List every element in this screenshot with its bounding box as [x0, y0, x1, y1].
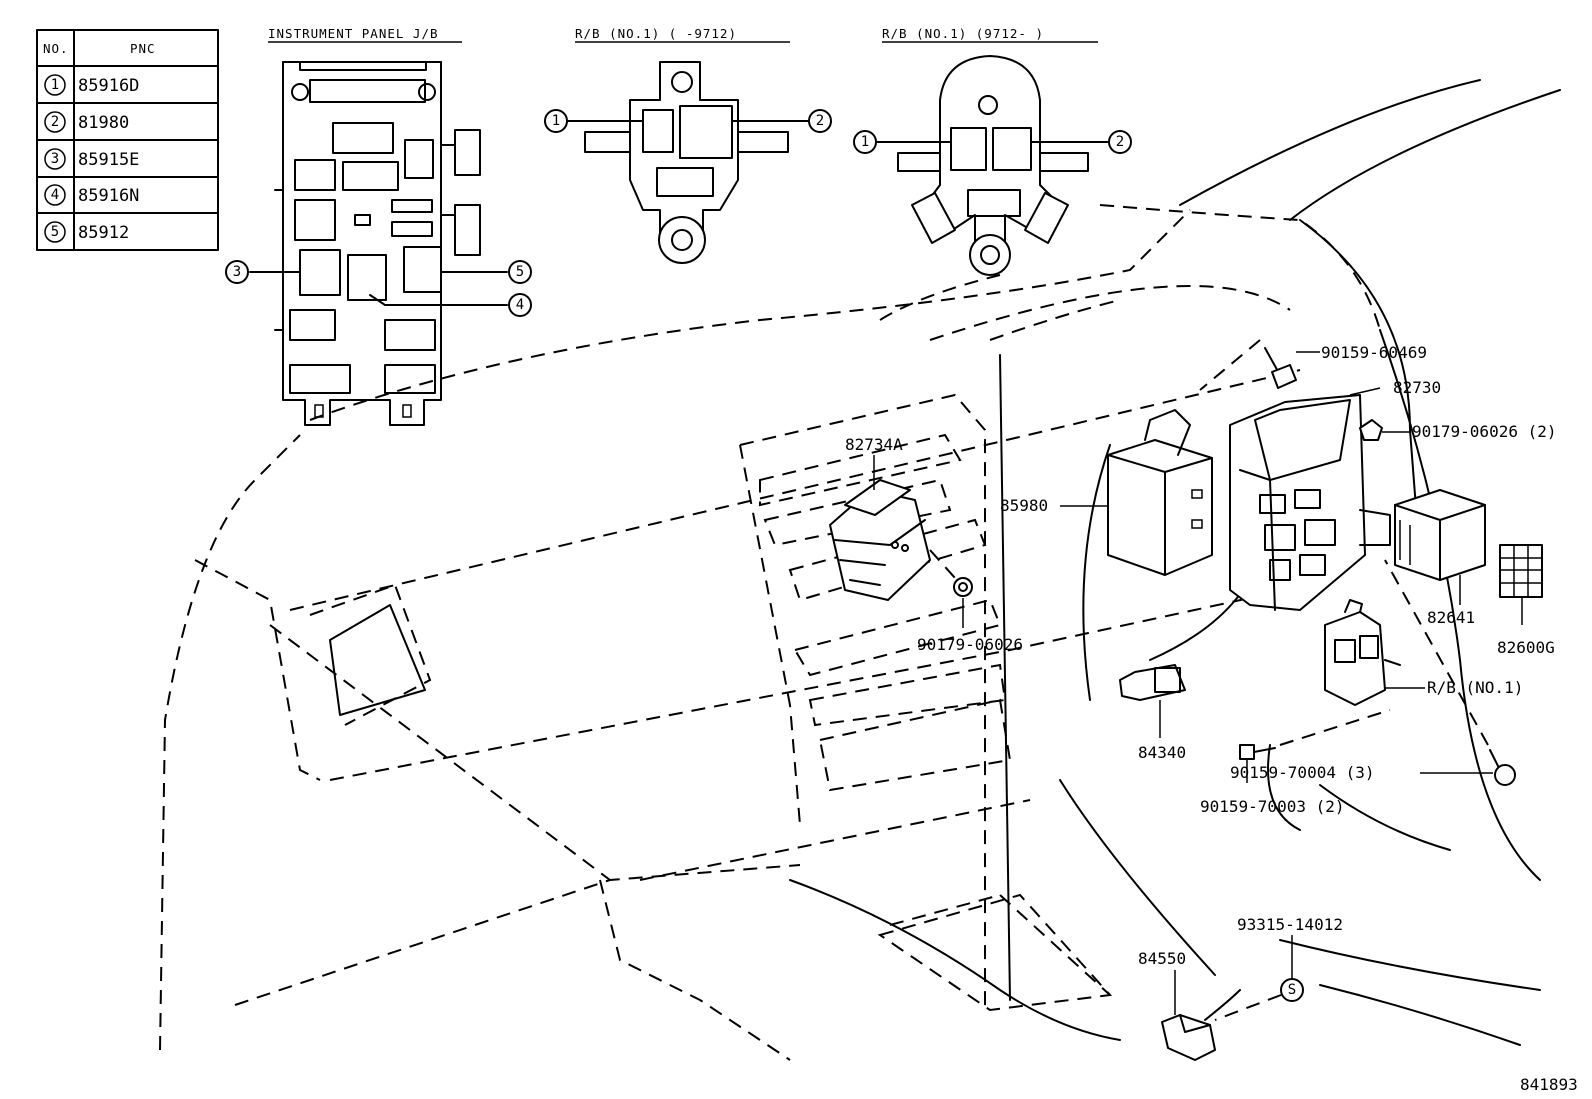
label-85980: 85980 [1000, 496, 1048, 515]
table-row-number: 2 [51, 114, 59, 130]
table-row-pnc: 85916N [78, 186, 139, 206]
svg-text:5: 5 [516, 264, 524, 280]
part-90179-06026-clip: 90179-06026 [917, 577, 1023, 654]
label-84340: 84340 [1138, 743, 1186, 762]
s-symbol: S [1288, 982, 1296, 998]
instrument-panel-jb-title: INSTRUMENT PANEL J/B [268, 26, 439, 41]
label-93315-14012: 93315-14012 [1237, 915, 1343, 934]
table-row-number: 3 [51, 151, 59, 167]
callout-3: 3 [225, 260, 249, 284]
table-row-pnc: 81980 [78, 113, 129, 133]
part-93315-14012: 93315-14012 S [1214, 915, 1343, 1021]
rb-old-callout-1: 1 [544, 109, 568, 133]
callout-4: 4 [508, 293, 532, 317]
table-row: 1 85916D [44, 74, 139, 96]
label-82730: 82730 [1393, 378, 1441, 397]
rb-new-inset: R/B (NO.1) (9712- ) 1 2 [853, 26, 1132, 276]
svg-text:2: 2 [1116, 134, 1124, 150]
part-90159-70004-bolt: 90159-70004 (3) [1230, 559, 1516, 786]
label-90159-60469: 90159-60469 [1321, 343, 1427, 362]
part-84340: 84340 [1119, 664, 1186, 762]
svg-text:1: 1 [861, 134, 869, 150]
table-row-pnc: 85916D [78, 76, 139, 96]
table-row-pnc: 85915E [78, 150, 139, 170]
label-84550: 84550 [1138, 949, 1186, 968]
rb-old-title: R/B (NO.1) ( -9712) [575, 26, 737, 41]
table-row: 4 85916N [44, 184, 139, 206]
table-row-number: 4 [51, 187, 59, 203]
rb-new-title: R/B (NO.1) (9712- ) [882, 26, 1044, 41]
part-90159-70003-bolt: 90159-70003 (2) [1200, 709, 1391, 816]
svg-text:2: 2 [816, 113, 824, 129]
part-90159-60469-bolt: 90159-60469 [1199, 339, 1427, 391]
figure-id: 841893 [1520, 1075, 1578, 1094]
svg-text:3: 3 [233, 264, 241, 280]
label-90159-70003: 90159-70003 (2) [1200, 797, 1345, 816]
label-82641: 82641 [1427, 608, 1475, 627]
svg-text:1: 1 [552, 113, 560, 129]
svg-text:4: 4 [516, 297, 524, 313]
rb-new-callout-1: 1 [853, 130, 877, 154]
table-row: 3 85915E [44, 148, 139, 170]
table-row-number: 5 [51, 224, 59, 240]
instrument-panel-jb-inset: INSTRUMENT PANEL J/B 3 [225, 26, 532, 426]
label-82734a: 82734A [845, 435, 903, 454]
label-90179-06026-2: 90179-06026 (2) [1412, 422, 1557, 441]
callout-5: 5 [508, 260, 532, 284]
dashboard-outline [159, 79, 1561, 1061]
label-82600g: 82600G [1497, 638, 1555, 657]
part-rb-no1: R/B (NO.1) [1324, 599, 1523, 706]
part-82734a: 82734A [829, 435, 956, 601]
rb-new-callout-2: 2 [1108, 130, 1132, 154]
table-header-pnc: PNC [130, 41, 156, 56]
part-82600g: 82600G [1497, 544, 1555, 657]
table-header-no: NO. [43, 41, 69, 56]
table-row: 2 81980 [44, 111, 129, 133]
part-90179-06026-2-clip: 90179-06026 (2) [1359, 419, 1557, 441]
part-82730: 82730 [1229, 378, 1441, 611]
pnc-table: NO. PNC 1 85916D 2 81980 3 85915E 4 8591… [36, 29, 219, 251]
rb-old-inset: R/B (NO.1) ( -9712) 1 2 [544, 26, 832, 264]
rb-old-callout-2: 2 [808, 109, 832, 133]
label-90159-70004: 90159-70004 (3) [1230, 763, 1375, 782]
label-rb-no1: R/B (NO.1) [1427, 678, 1523, 697]
table-row: 5 85912 [44, 221, 129, 243]
part-84550: 84550 [1138, 949, 1241, 1061]
label-90179-06026: 90179-06026 [917, 635, 1023, 654]
table-row-pnc: 85912 [78, 223, 129, 243]
part-85980: 85980 [1000, 409, 1213, 576]
table-row-number: 1 [51, 77, 59, 93]
part-82641: 82641 [1394, 489, 1486, 627]
